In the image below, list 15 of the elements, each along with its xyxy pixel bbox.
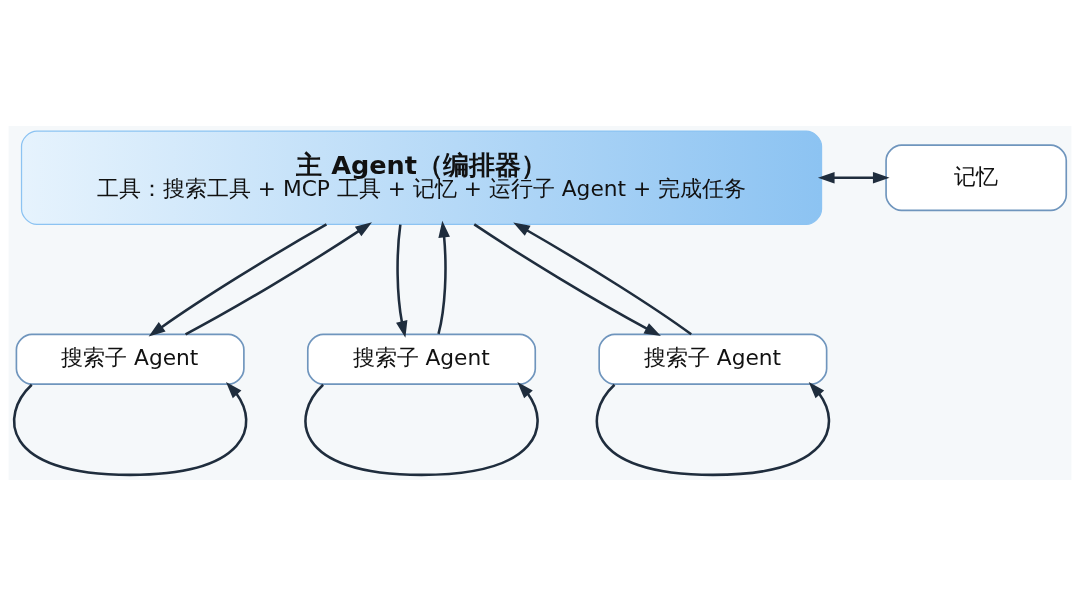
node-box: 搜索子 Agent <box>15 333 245 385</box>
arrow <box>437 220 450 334</box>
arrow <box>473 222 661 336</box>
node-box: 主 Agent（编排器） 工具：搜索工具 + MCP 工具 + 记忆 + 运行子 Agent + 完成任务 <box>20 129 823 225</box>
arrow <box>304 381 539 476</box>
arrow <box>595 381 831 476</box>
arrow <box>12 381 248 476</box>
arrow <box>184 221 372 335</box>
node-box: 搜索子 Agent <box>598 333 828 385</box>
arrow <box>817 171 890 184</box>
node-box: 搜索子 Agent <box>306 333 537 385</box>
arrow <box>148 222 328 337</box>
arrow <box>396 224 408 338</box>
node-box: 记忆 <box>885 143 1068 211</box>
arrow <box>513 222 692 335</box>
